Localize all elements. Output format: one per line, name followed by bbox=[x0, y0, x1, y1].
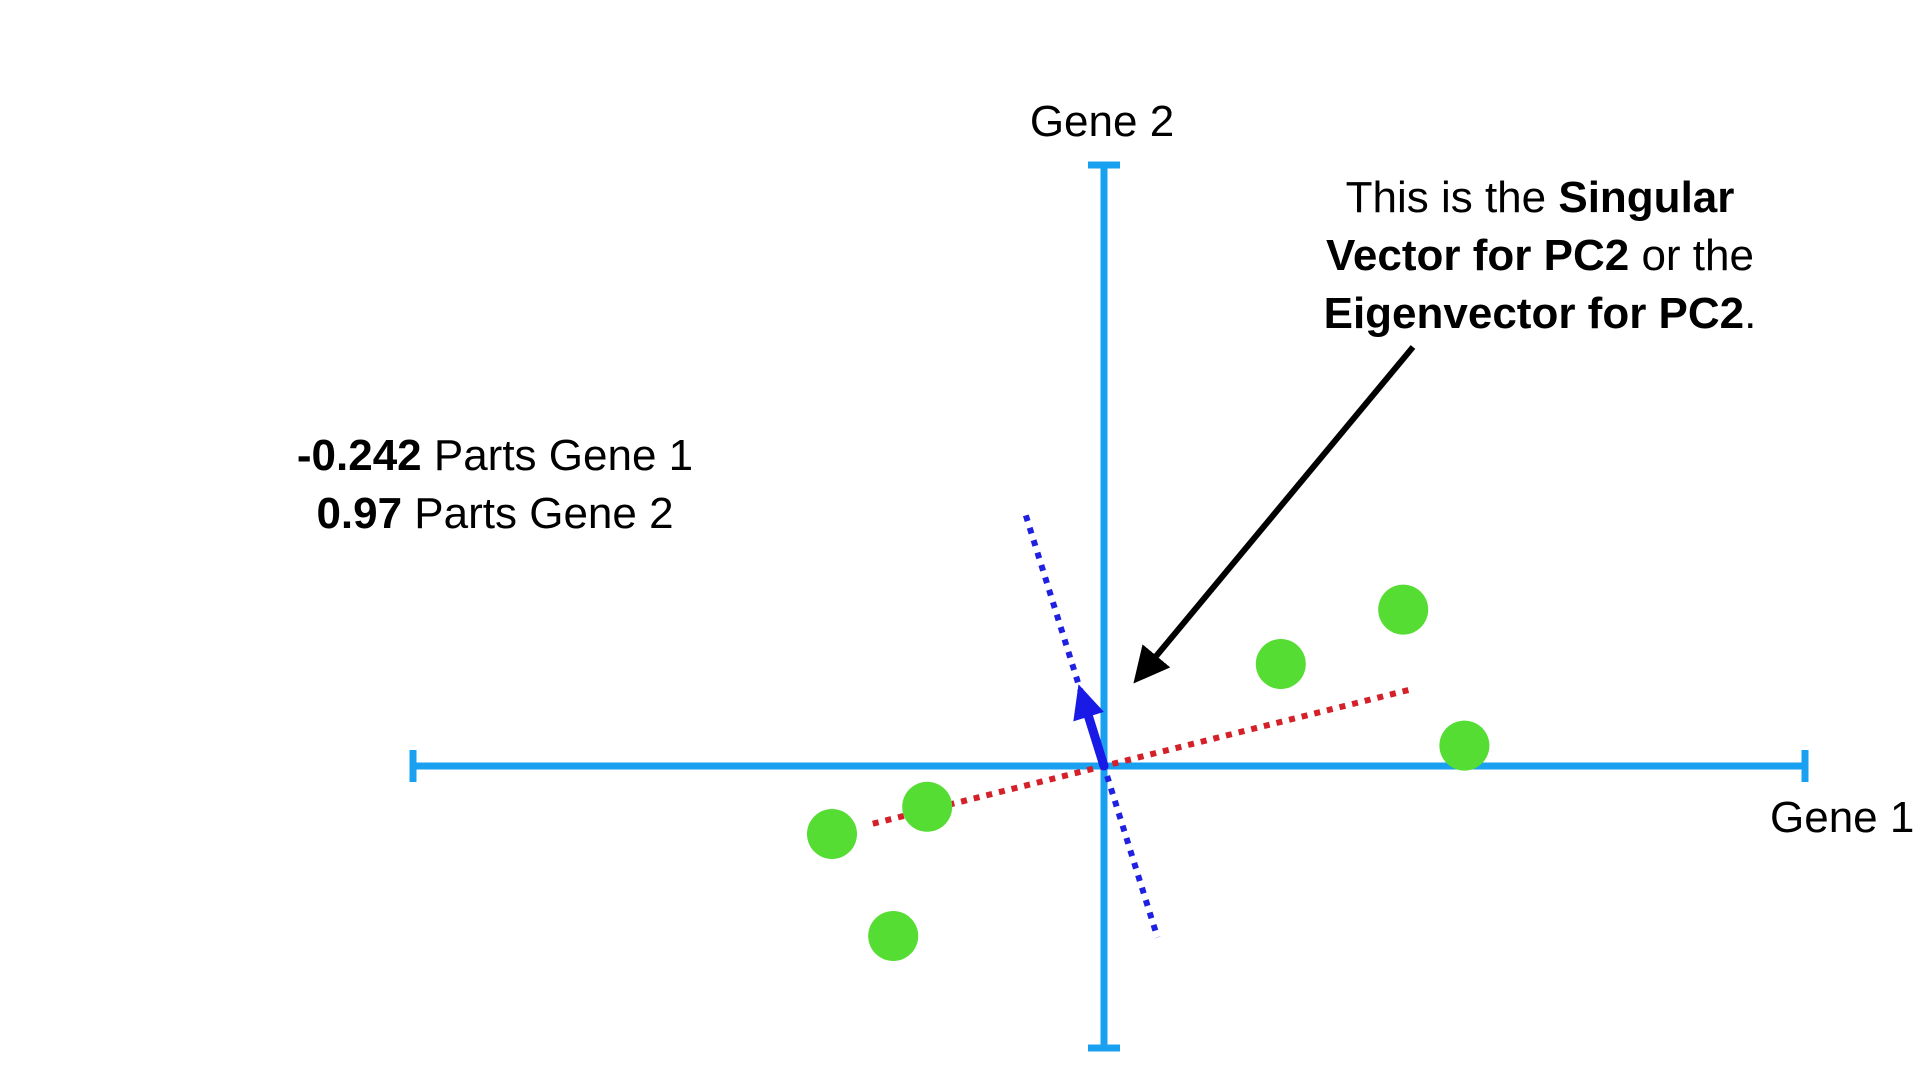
data-point bbox=[1439, 720, 1490, 771]
pc1-dotted-line bbox=[872, 686, 1411, 827]
callout-arrow bbox=[1133, 345, 1416, 684]
data-point bbox=[868, 911, 919, 961]
data-point bbox=[902, 781, 953, 832]
pc2-singular-vector-shaft bbox=[1082, 708, 1109, 771]
gene1-axis-label: Gene 1 bbox=[1770, 793, 1914, 842]
data-point bbox=[1255, 639, 1306, 689]
callout-line-1-plain: This is the bbox=[1346, 173, 1559, 222]
callout-line-2: Vector for PC2 or the bbox=[1326, 231, 1754, 280]
gene1-loading-text: Parts Gene 1 bbox=[422, 431, 693, 480]
callout-line-3-plain: . bbox=[1744, 289, 1756, 338]
gene1-loading-value: -0.242 bbox=[297, 431, 422, 480]
data-point bbox=[1378, 584, 1429, 635]
axes bbox=[409, 161, 1809, 1052]
data-points bbox=[807, 584, 1490, 961]
callout-line-3: Eigenvector for PC2. bbox=[1324, 289, 1757, 338]
callout-line-1: This is the Singular bbox=[1346, 173, 1735, 222]
gene2-loading-value: 0.97 bbox=[316, 489, 402, 538]
gene2-axis-label: Gene 2 bbox=[1030, 97, 1174, 146]
callout-line-3-bold: Eigenvector for PC2 bbox=[1324, 289, 1745, 338]
gene2-loading-text: Parts Gene 2 bbox=[402, 489, 673, 538]
pc2-singular-vector-arrowhead bbox=[1073, 684, 1104, 722]
data-point bbox=[807, 809, 857, 859]
gene1-loading-line: -0.242 Parts Gene 1 bbox=[297, 431, 693, 480]
callout-line-1-bold: Singular bbox=[1558, 173, 1734, 222]
callout-line-2-bold: Vector for PC2 bbox=[1326, 231, 1629, 280]
callout-line-2-plain: or the bbox=[1629, 231, 1754, 280]
gene2-loading-line: 0.97 Parts Gene 2 bbox=[316, 489, 673, 538]
